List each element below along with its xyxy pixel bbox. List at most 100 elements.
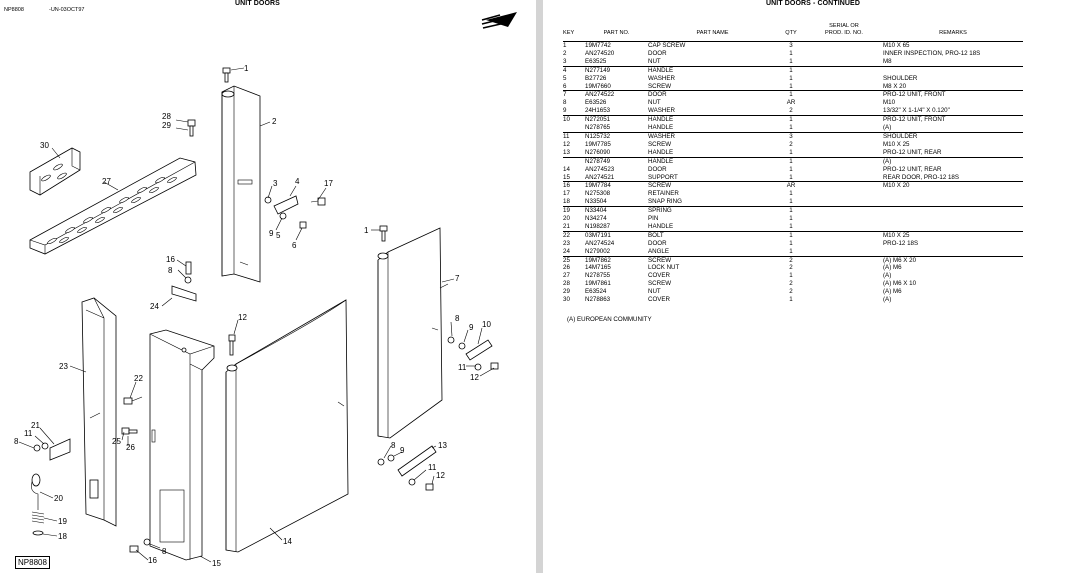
callout: 8 [162,547,167,556]
callout: 14 [283,537,292,546]
bolt-22 [123,396,143,405]
cell-part-no: N125732 [585,131,648,141]
cell-part-name: WASHER [648,107,675,115]
callout: 19 [58,517,67,526]
cell-serial [805,131,883,141]
cell-serial [805,156,883,166]
cell-key: 8 [563,99,567,107]
cell-part-no: N34274 [585,215,607,223]
cell-remarks: M8 X 20 [883,82,907,90]
washer-11-rear [408,478,416,486]
cell-key [563,156,585,166]
callout-numbers: 1 2 28 29 30 27 3 4 17 9 5 6 1 7 16 8 24… [14,64,491,568]
cell-qty: 1 [789,239,793,247]
screw-6 [299,221,307,229]
cell-qty: 1 [777,156,805,166]
cell-qty: 1 [789,247,793,255]
diagram-title: UNIT DOORS [235,0,280,7]
page-gutter [536,0,543,573]
cell-remarks: (A) M6 X 20 [883,255,1023,265]
cell-serial [805,215,883,223]
cap-screw-1-right [379,225,388,242]
callout: 18 [58,532,67,541]
nut-8 [33,444,41,452]
screw-12-rear [425,483,434,491]
screw-16-bottom [129,545,139,553]
col-serial-line1: SERIAL OR [829,23,859,29]
cell-qty: 3 [777,40,805,50]
callout: 30 [40,141,49,150]
cell-part-no: E63525 [585,57,607,65]
cell-serial [805,240,883,248]
callout: 27 [102,177,111,186]
cell-part-no: 19M7660 [585,82,611,90]
cell-part-name: LOCK NUT [648,264,680,272]
callout: 28 [162,112,171,121]
angle-24 [171,261,197,302]
callout: 16 [166,255,175,264]
cell-part-name: HANDLE [648,156,777,166]
cell-part-no: 19M7784 [585,181,648,191]
cell-remarks: PRO-12 UNIT, REAR [883,148,942,156]
rear-door-14 [225,299,349,553]
callout: 12 [436,471,445,480]
cell-part-no: AN274522 [585,90,648,100]
callout: 21 [31,421,40,430]
callout: 1 [244,64,249,73]
inner-inspection-door-2 [221,85,261,283]
cell-part-name: SCREW [648,255,777,265]
cell-serial [805,272,883,280]
cell-qty: 1 [777,230,805,240]
cell-qty: 1 [789,272,793,280]
cell-part-name: SCREW [648,82,672,90]
cap-screw-1-top [222,67,231,83]
cell-key: 17 [563,190,570,198]
cell-part-no: 19M7862 [585,255,648,265]
cell-part-no: N278749 [585,156,648,166]
cell-part-name: WASHER [648,74,675,82]
cell-remarks: SHOULDER [883,74,918,82]
cell-key: 7 [563,90,585,100]
cell-part-name: HANDLE [648,115,777,125]
cell-part-no: AN274524 [585,239,615,247]
cell-remarks: M8 [883,57,892,65]
cell-key [563,124,585,132]
cell-part-name: HANDLE [648,124,674,132]
cell-part-name: NUT [648,57,661,65]
cell-qty: 1 [789,296,793,304]
handle-4 [273,195,299,215]
callout: 5 [276,231,281,240]
cell-serial [805,198,883,206]
screw-28 [187,119,196,137]
cell-part-name: WASHER [648,131,777,141]
cell-part-name: SPRING [648,206,777,216]
cell-qty: 2 [789,288,793,296]
cell-qty: 1 [777,65,805,75]
cell-remarks: M10 X 65 [883,40,1023,50]
cell-key: 10 [563,115,585,125]
screw-12 [228,334,236,356]
cell-part-name: ANGLE [648,247,669,255]
cell-part-no: AN274521 [585,173,615,181]
cell-serial [805,141,883,149]
cell-key: 20 [563,215,570,223]
parts-list-title: UNIT DOORS - CONTINUED [766,0,860,7]
cell-part-name: DOOR [648,165,667,173]
cell-remarks: M10 X 25 [883,140,910,148]
callout: 9 [400,446,405,455]
cell-serial [805,75,883,83]
cell-remarks: (A) M6 [883,264,902,272]
callout: 16 [148,556,157,565]
cell-serial [805,107,883,115]
